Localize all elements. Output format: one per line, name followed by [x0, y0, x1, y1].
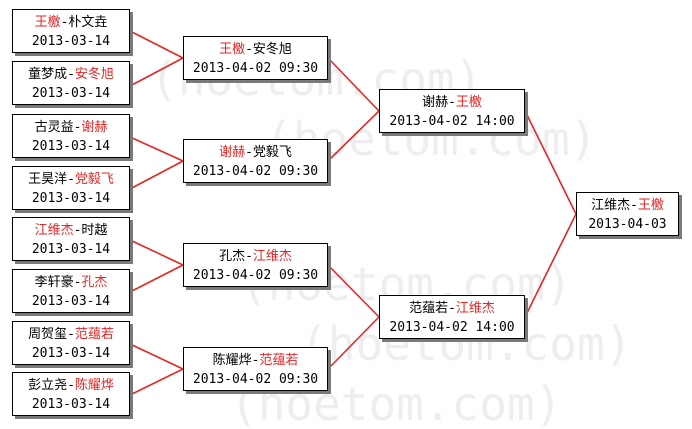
player-1: 王昊洋: [28, 172, 68, 187]
match-box-final[interactable]: 江维杰-王檄 2013-04-03: [576, 192, 679, 236]
match-players: 周贺玺-范蕴若: [28, 327, 114, 342]
match-date: 2013-04-02 09:30: [192, 164, 319, 179]
match-date: 2013-03-14: [31, 34, 111, 49]
player-2: 范蕴若: [74, 327, 114, 342]
player-1: 童梦成: [28, 67, 68, 82]
player-1: 王檄: [219, 42, 246, 57]
player-2: 王檄: [455, 95, 482, 110]
connector-line: [129, 264, 184, 293]
connector-line: [129, 239, 184, 266]
match-players: 童梦成-安冬旭: [28, 67, 114, 82]
match-box-r1-5[interactable]: 江维杰-时越 2013-03-14: [12, 217, 130, 261]
connector-line: [129, 30, 184, 59]
match-players: 王檄-朴文垚: [34, 15, 108, 30]
player-2: 时越: [81, 223, 108, 238]
match-date: 2013-03-14: [31, 191, 111, 206]
connector-line: [129, 136, 184, 162]
player-1: 谢赫: [219, 145, 246, 160]
connector-line: [129, 368, 184, 396]
match-box-r1-2[interactable]: 童梦成-安冬旭 2013-03-14: [12, 61, 130, 105]
match-date: 2013-04-02 09:30: [192, 372, 319, 387]
match-players: 谢赫-王檄: [422, 95, 482, 110]
player-2: 范蕴若: [259, 353, 299, 368]
match-players: 古灵益-谢赫: [34, 120, 108, 135]
player-2: 党毅飞: [252, 145, 292, 160]
player-1: 江维杰: [34, 223, 74, 238]
match-box-r2-2[interactable]: 谢赫-党毅飞 2013-04-02 09:30: [183, 139, 328, 183]
connector-line: [129, 160, 184, 190]
match-box-r1-6[interactable]: 李轩豪-孔杰 2013-03-14: [12, 269, 130, 313]
match-players: 李轩豪-孔杰: [34, 275, 108, 290]
match-box-r1-4[interactable]: 王昊洋-党毅飞 2013-03-14: [12, 166, 130, 210]
player-2: 安冬旭: [74, 67, 114, 82]
player-1: 陈耀烨: [212, 353, 252, 368]
match-players: 王檄-安冬旭: [219, 42, 292, 57]
connector-line: [524, 213, 577, 318]
player-2: 安冬旭: [252, 42, 292, 57]
match-box-r1-8[interactable]: 彭立尧-陈耀烨 2013-03-14: [12, 372, 130, 416]
match-players: 陈耀烨-范蕴若: [212, 353, 299, 368]
player-1: 王檄: [34, 15, 61, 30]
match-box-r2-3[interactable]: 孔杰-江维杰 2013-04-02 09:30: [183, 243, 328, 287]
match-date: 2013-03-14: [31, 86, 111, 101]
match-date: 2013-04-02 09:30: [192, 268, 319, 283]
match-players: 彭立尧-陈耀烨: [28, 378, 114, 393]
player-2: 江维杰: [455, 301, 495, 316]
player-2: 谢赫: [81, 120, 108, 135]
match-date: 2013-03-14: [31, 294, 111, 309]
player-2: 陈耀烨: [74, 378, 114, 393]
connector-line: [327, 264, 380, 318]
match-players: 谢赫-党毅飞: [219, 145, 292, 160]
match-players: 范蕴若-江维杰: [409, 301, 495, 316]
match-date: 2013-04-02 14:00: [389, 114, 515, 129]
match-date: 2013-04-02 14:00: [389, 320, 515, 335]
match-box-r2-1[interactable]: 王檄-安冬旭 2013-04-02 09:30: [183, 36, 328, 80]
connector-line: [327, 57, 380, 112]
match-box-semifinal-2[interactable]: 范蕴若-江维杰 2013-04-02 14:00: [379, 295, 525, 339]
match-players: 江维杰-王檄: [591, 198, 664, 213]
match-date: 2013-03-14: [31, 397, 111, 412]
player-1: 周贺玺: [28, 327, 68, 342]
player-1: 谢赫: [422, 95, 449, 110]
match-players: 孔杰-江维杰: [219, 249, 292, 264]
match-players: 江维杰-时越: [34, 223, 108, 238]
match-box-r1-1[interactable]: 王檄-朴文垚 2013-03-14: [12, 9, 130, 53]
match-date: 2013-03-14: [31, 242, 111, 257]
connector-line: [327, 316, 380, 370]
match-players: 王昊洋-党毅飞: [28, 172, 114, 187]
player-1: 范蕴若: [409, 301, 449, 316]
player-1: 孔杰: [219, 249, 246, 264]
player-1: 彭立尧: [28, 378, 68, 393]
player-2: 朴文垚: [68, 15, 108, 30]
match-box-r2-4[interactable]: 陈耀烨-范蕴若 2013-04-02 09:30: [183, 347, 328, 391]
player-2: 党毅飞: [74, 172, 114, 187]
match-date: 2013-04-03: [588, 217, 667, 232]
match-box-r1-3[interactable]: 古灵益-谢赫 2013-03-14: [12, 114, 130, 158]
connector-line: [327, 110, 380, 162]
match-box-semifinal-1[interactable]: 谢赫-王檄 2013-04-02 14:00: [379, 89, 525, 133]
connector-line: [524, 110, 577, 215]
match-box-r1-7[interactable]: 周贺玺-范蕴若 2013-03-14: [12, 321, 130, 365]
player-1: 古灵益: [34, 120, 74, 135]
player-1: 李轩豪: [34, 275, 74, 290]
player-2: 王檄: [637, 198, 664, 213]
connector-line: [129, 343, 184, 370]
match-date: 2013-03-14: [31, 139, 111, 154]
match-date: 2013-03-14: [31, 346, 111, 361]
match-date: 2013-04-02 09:30: [192, 61, 319, 76]
player-2: 孔杰: [81, 275, 108, 290]
connector-line: [129, 57, 184, 87]
player-2: 江维杰: [252, 249, 292, 264]
player-1: 江维杰: [591, 198, 631, 213]
